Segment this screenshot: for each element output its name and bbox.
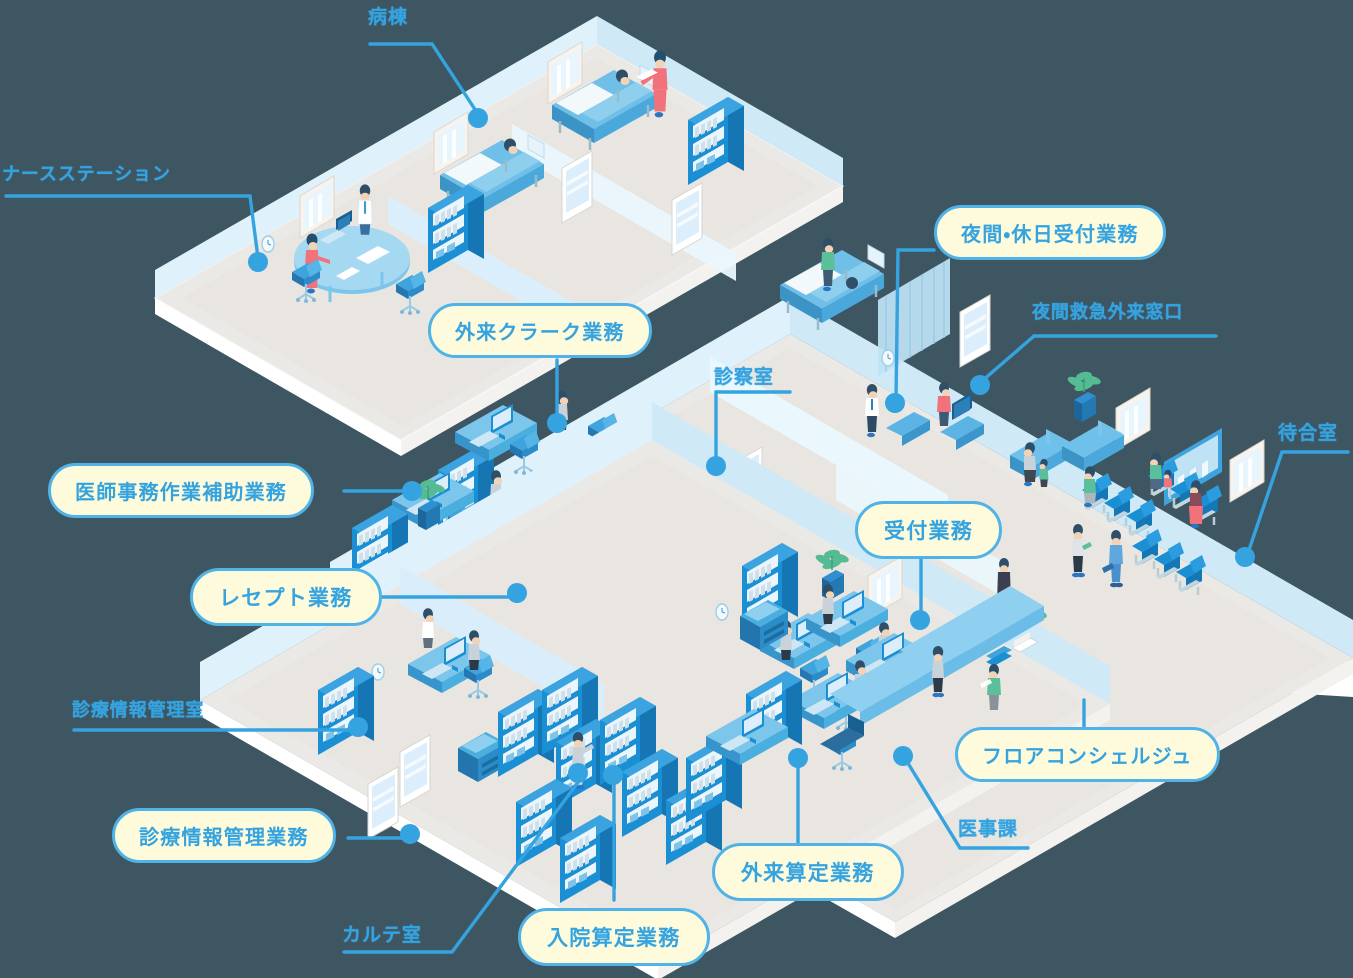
- callout-label-night-er-window: 夜間救急外来窓口: [1032, 302, 1184, 323]
- room-medical-affairs: [715, 543, 1044, 772]
- callout-pill-outpatient-calc[interactable]: 外来算定業務: [712, 843, 904, 901]
- callout-dots: [248, 108, 1255, 844]
- callout-pill-inpatient-calc[interactable]: 入院算定業務: [518, 908, 710, 966]
- callout-pill-floor-concierge[interactable]: フロアコンシェルジュ: [955, 727, 1220, 782]
- callout-label-waiting-room: 待合室: [1278, 422, 1338, 444]
- callout-label-medical-info-room: 診療情報管理室: [72, 700, 205, 721]
- callout-pill-receipt-work[interactable]: レセプト業務: [190, 568, 382, 626]
- callout-label-chart-room: カルテ室: [342, 924, 422, 946]
- room-patient-2: [547, 41, 744, 256]
- room-waiting: [997, 369, 1265, 657]
- room-nurse-station: [261, 175, 427, 316]
- callout-pill-medical-info-work[interactable]: 診療情報管理業務: [112, 808, 336, 863]
- room-emergency: [778, 238, 991, 450]
- room-patient-1: [428, 111, 546, 273]
- callout-leaders: [4, 42, 1350, 954]
- callout-pill-outpatient-clerk[interactable]: 外来クラーク業務: [428, 303, 652, 358]
- room-medical-info: [318, 608, 495, 840]
- callout-label-medical-affairs-section: 医事課: [958, 818, 1018, 840]
- callout-pill-doctor-clerical-assist[interactable]: 医師事務作業補助業務: [48, 463, 314, 518]
- callout-pill-night-holiday-reception[interactable]: 夜間・休日受付業務: [934, 205, 1166, 260]
- callout-pill-reception[interactable]: 受付業務: [855, 501, 1003, 559]
- callout-label-ward: 病棟: [368, 6, 408, 28]
- callout-label-exam-room: 診察室: [714, 366, 774, 388]
- callout-label-nurse-station: ナースステーション: [2, 164, 171, 185]
